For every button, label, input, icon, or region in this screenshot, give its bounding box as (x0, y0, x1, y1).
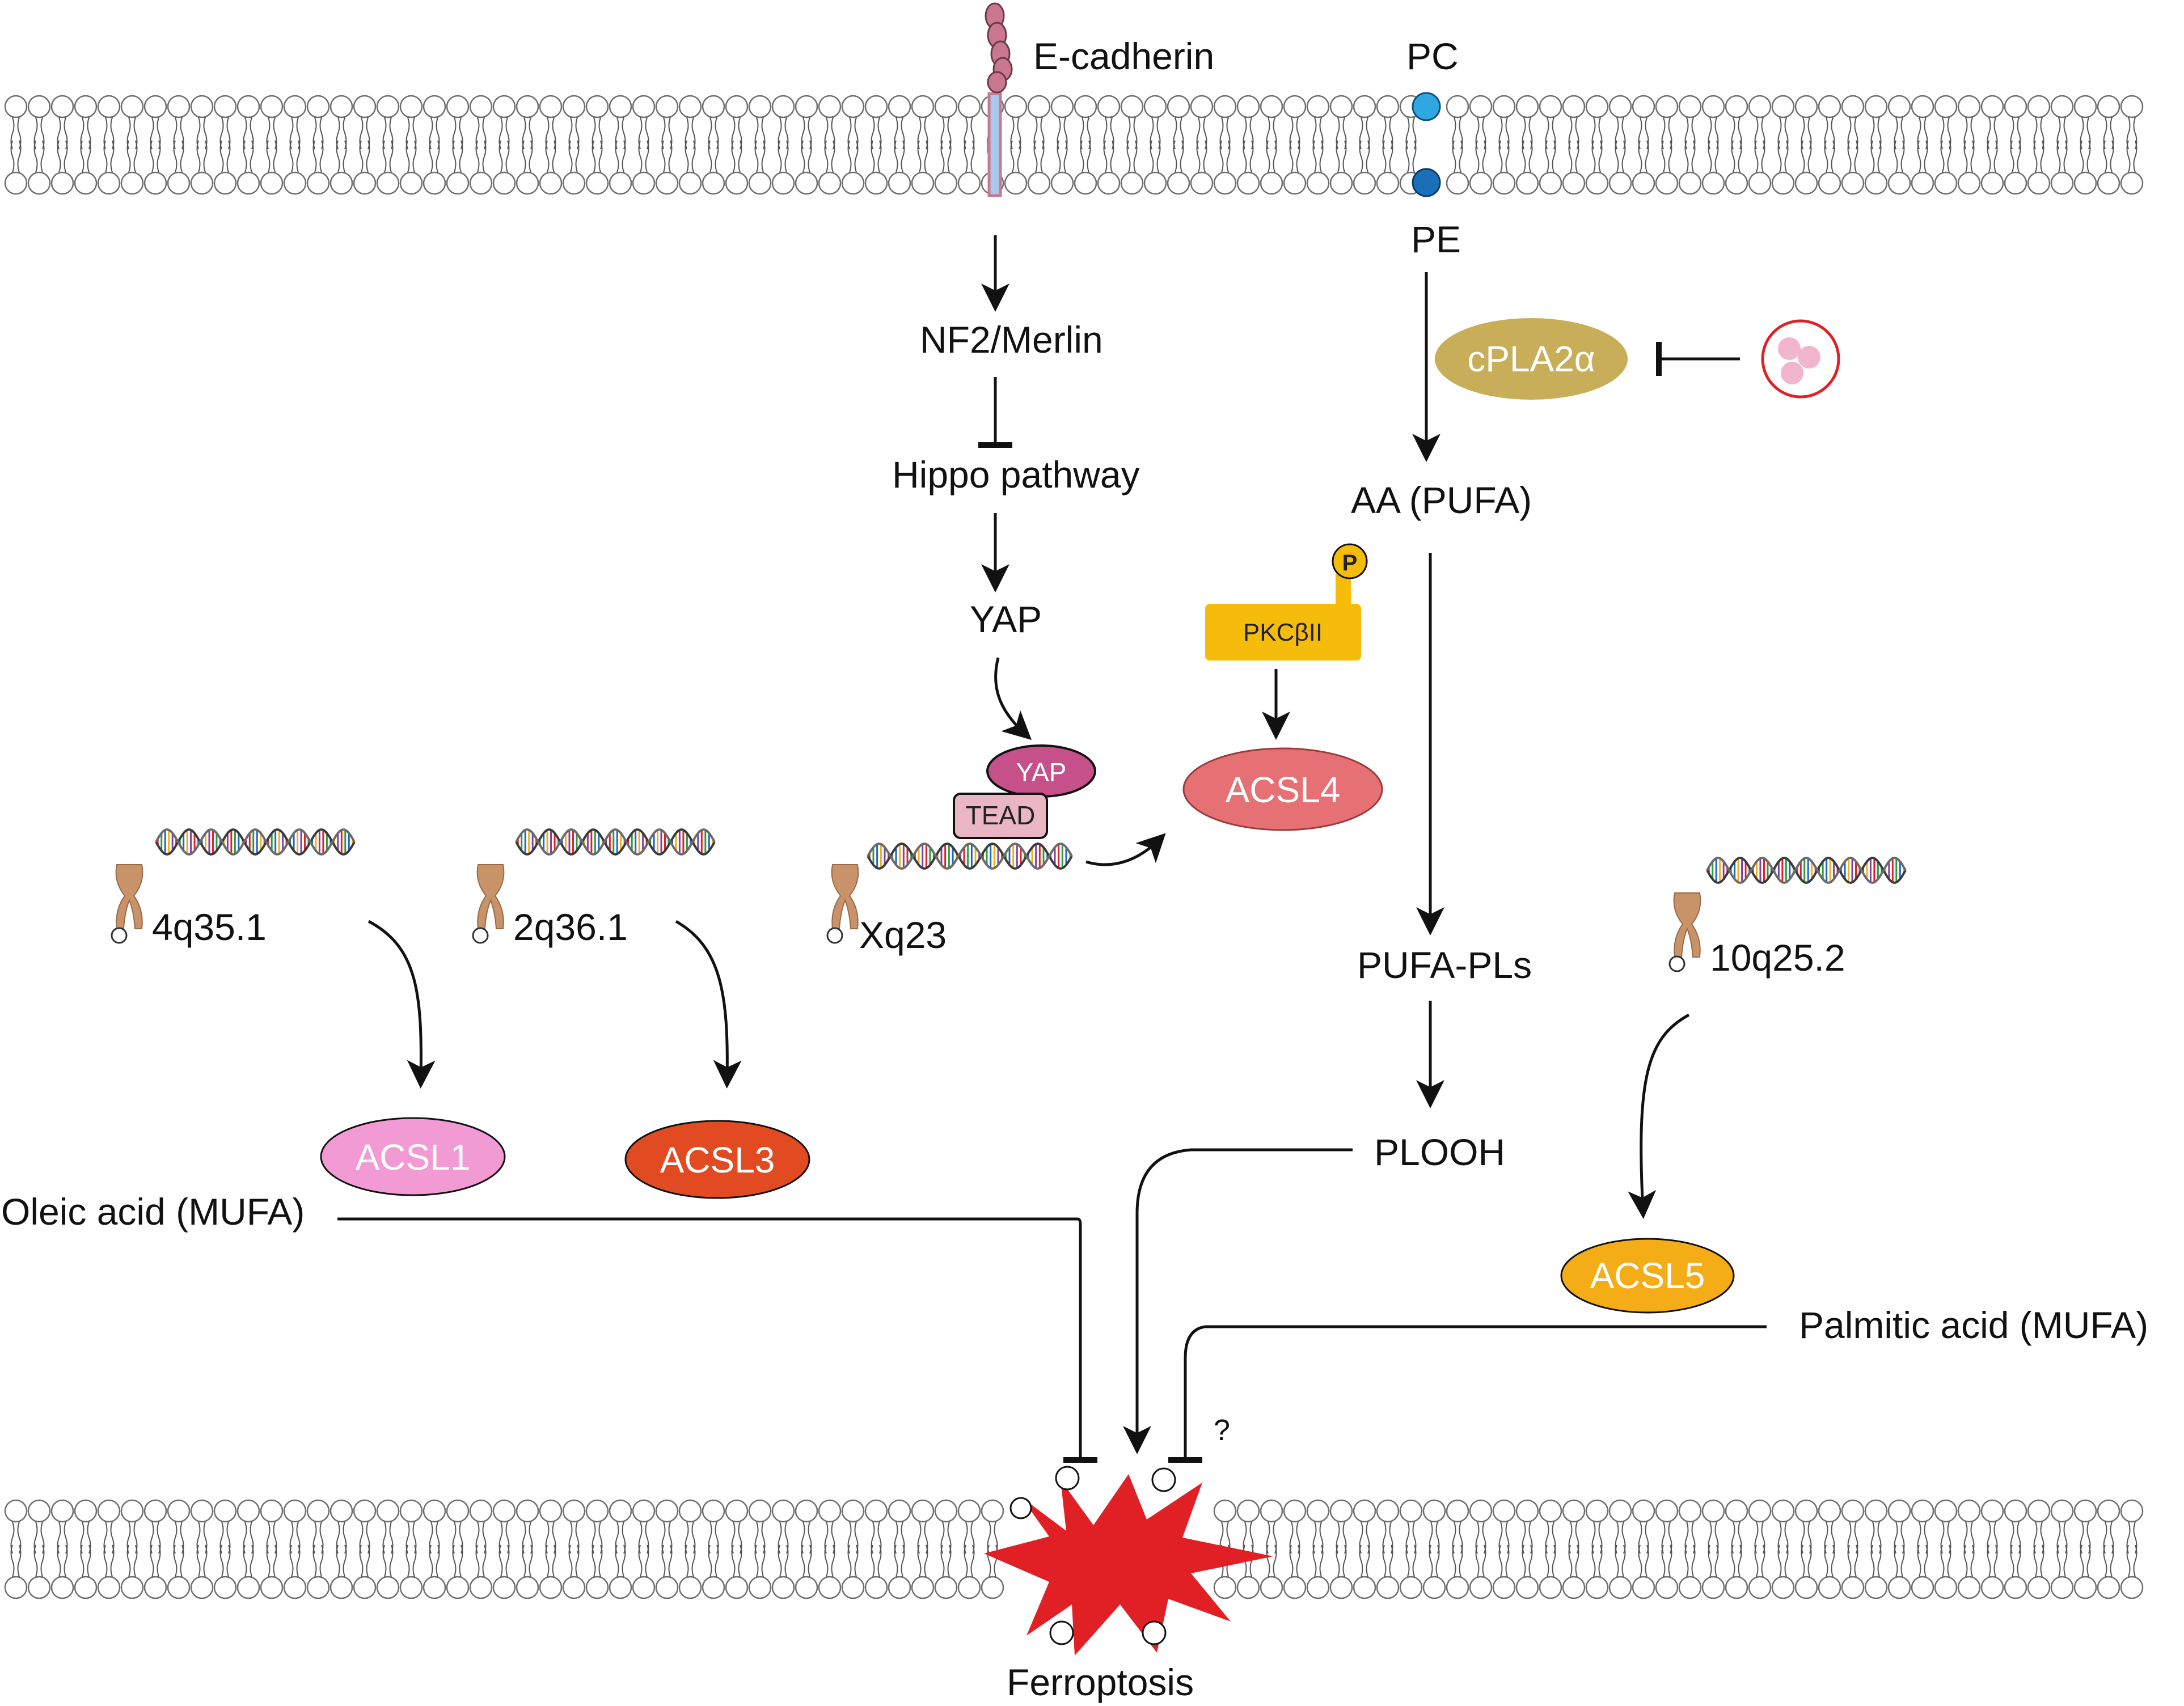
dna-helix-icon (867, 842, 1073, 870)
acsl4-label: ACSL4 (1226, 769, 1341, 810)
arrow-locus-acsl5 (1628, 1013, 1690, 1219)
acsl1-label: ACSL1 (356, 1137, 471, 1178)
arrow-locus-acsl3 (675, 920, 742, 1089)
arrow-dna-acsl4 (1085, 833, 1166, 866)
locus-acsl1-label: 4q35.1 (152, 906, 267, 948)
acsl3-enzyme (624, 1120, 810, 1199)
nanoparticle-icon (1761, 319, 1840, 399)
yap-label: YAP (970, 598, 1042, 640)
bottom-cell-membrane (4, 1499, 2144, 1599)
tead-label: TEAD (966, 801, 1036, 830)
phospho-icon (1332, 543, 1368, 579)
arrow-locus-acsl1 (367, 920, 436, 1089)
oleic-acid-label: Oleic acid (MUFA) (1, 1191, 305, 1233)
locus-acsl3-label: 2q36.1 (513, 906, 628, 948)
nf2-merlin-label: NF2/Merlin (920, 319, 1103, 361)
hippo-pathway-label: Hippo pathway (892, 454, 1140, 496)
chromosome-icon (1668, 892, 1701, 972)
locus-acsl4-label: Xq23 (859, 914, 947, 956)
acsl5-enzyme (1560, 1238, 1735, 1314)
pe-label: PE (1411, 218, 1461, 260)
ferroptosis-label: Ferroptosis (1007, 1661, 1194, 1703)
explosion-icon (984, 1474, 1273, 1656)
tead-box (953, 793, 1048, 839)
question-mark: ? (1214, 1414, 1230, 1447)
acsl4-enzyme (1182, 747, 1383, 831)
yap-protein-label: YAP (1016, 757, 1067, 787)
phospho-label: P (1342, 551, 1358, 575)
dna-helix-icon (155, 828, 356, 856)
pkc-label: PKCβII (1243, 619, 1323, 646)
arrow-yap-nucleus (994, 657, 1032, 740)
chromosome-icon (111, 864, 143, 944)
dna-helix-icon (515, 828, 716, 856)
chromosome-icon (472, 864, 505, 944)
inhibit-oleic-ferroptosis (337, 1217, 1097, 1463)
palmitic-acid-label: Palmitic acid (MUFA) (1799, 1304, 2148, 1346)
pufa-pls-label: PUFA-PLs (1357, 944, 1532, 986)
cpla2a-enzyme (1435, 318, 1628, 400)
pkc-box (1205, 604, 1361, 661)
pc-phospholipid-icon (1412, 92, 1441, 121)
pc-label: PC (1406, 35, 1459, 77)
damaged-lipid-icon (1009, 1466, 1176, 1645)
plooh-label: PLOOH (1374, 1131, 1505, 1173)
arrow-plooh-ferroptosis (1123, 1148, 1353, 1454)
locus-acsl5-label: 10q25.2 (1710, 937, 1845, 979)
cpla2a-label: cPLA2α (1467, 338, 1595, 379)
pe-phospholipid-icon (1412, 168, 1441, 197)
dna-helix-icon (1706, 856, 1907, 884)
inhibit-palmitic-ferroptosis (1168, 1325, 1767, 1463)
aa-pufa-label: AA (PUFA) (1351, 479, 1532, 521)
acsl5-label: ACSL5 (1590, 1255, 1705, 1296)
e-cadherin-icon (985, 2, 1013, 197)
acsl1-enzyme (320, 1117, 506, 1196)
acsl3-label: ACSL3 (660, 1140, 775, 1180)
chromosome-icon (826, 864, 859, 944)
top-cell-membrane (4, 95, 2144, 195)
e-cadherin-label: E-cadherin (1033, 35, 1214, 77)
